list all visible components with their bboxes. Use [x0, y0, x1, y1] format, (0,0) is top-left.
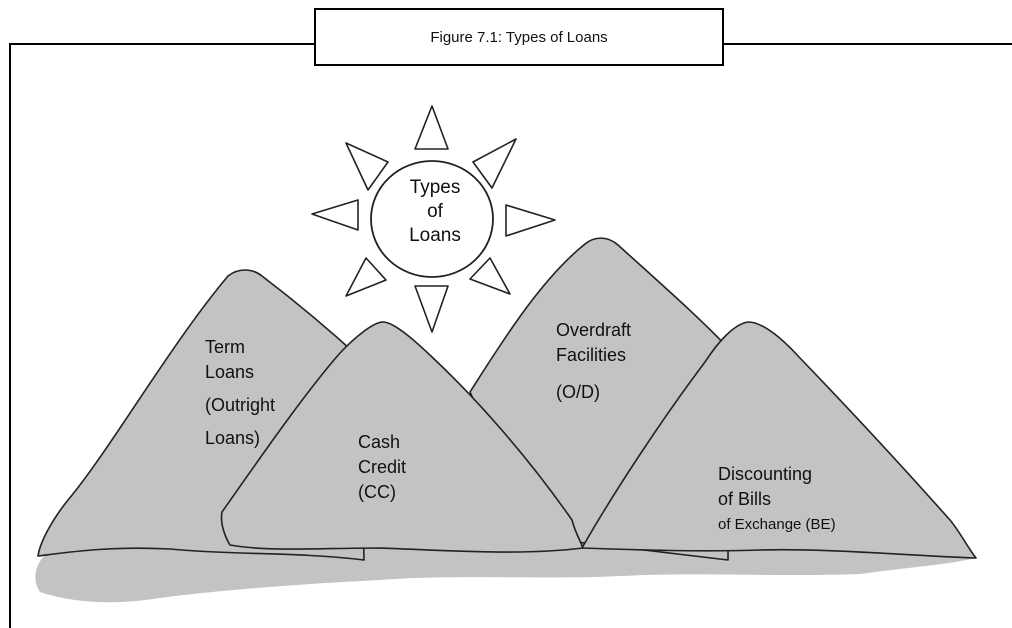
cash-credit-line3: (CC): [358, 482, 396, 502]
ray-top-right-icon: [472, 138, 517, 189]
ray-left-icon: [311, 199, 359, 231]
discounting-line2: of Bills: [718, 489, 772, 509]
center-label-line1: Types: [409, 177, 461, 198]
overdraft-line3: (O/D): [556, 382, 600, 402]
term-loans-line1: Term: [205, 337, 245, 357]
ray-bottom-right-icon: [469, 257, 511, 295]
ray-right-icon: [505, 204, 556, 237]
center-label-line2: of: [427, 201, 443, 222]
cash-credit-line1: Cash: [358, 432, 401, 452]
discounting-label: Discounting of Bills of Exchange (BE): [718, 462, 836, 537]
term-loans-line3: (Outright: [205, 395, 276, 415]
sun-circle: [370, 160, 494, 278]
overdraft-line2: Facilities: [556, 345, 627, 365]
ray-bottom-left-icon: [345, 257, 387, 297]
overdraft-label: Overdraft Facilities (O/D): [556, 318, 631, 405]
discounting-line3: of Exchange (BE): [718, 516, 836, 533]
figure-caption: Figure 7.1: Types of Loans: [314, 8, 724, 66]
mountain-discounting: [581, 321, 977, 559]
frame-border: [9, 43, 1012, 628]
cash-credit-label: Cash Credit (CC): [358, 430, 406, 505]
cash-credit-line2: Credit: [358, 457, 407, 477]
mountain-cash-credit: [220, 321, 584, 553]
sun-rays: [311, 105, 556, 333]
center-label-line3: Loans: [409, 225, 461, 246]
figure-caption-text: Figure 7.1: Types of Loans: [430, 28, 608, 46]
overdraft-line1: Overdraft: [556, 320, 632, 340]
ray-top-left-icon: [345, 142, 389, 191]
ray-bottom-icon: [414, 285, 449, 333]
term-loans-line2: Loans: [205, 362, 255, 382]
term-loans-label: Term Loans (Outright Loans): [205, 335, 275, 451]
center-label: Types of Loans: [392, 176, 478, 248]
term-loans-line4: Loans): [205, 428, 261, 448]
discounting-line1: Discounting: [718, 464, 813, 484]
ray-top-icon: [414, 105, 449, 150]
ground-shadow: [35, 539, 976, 603]
